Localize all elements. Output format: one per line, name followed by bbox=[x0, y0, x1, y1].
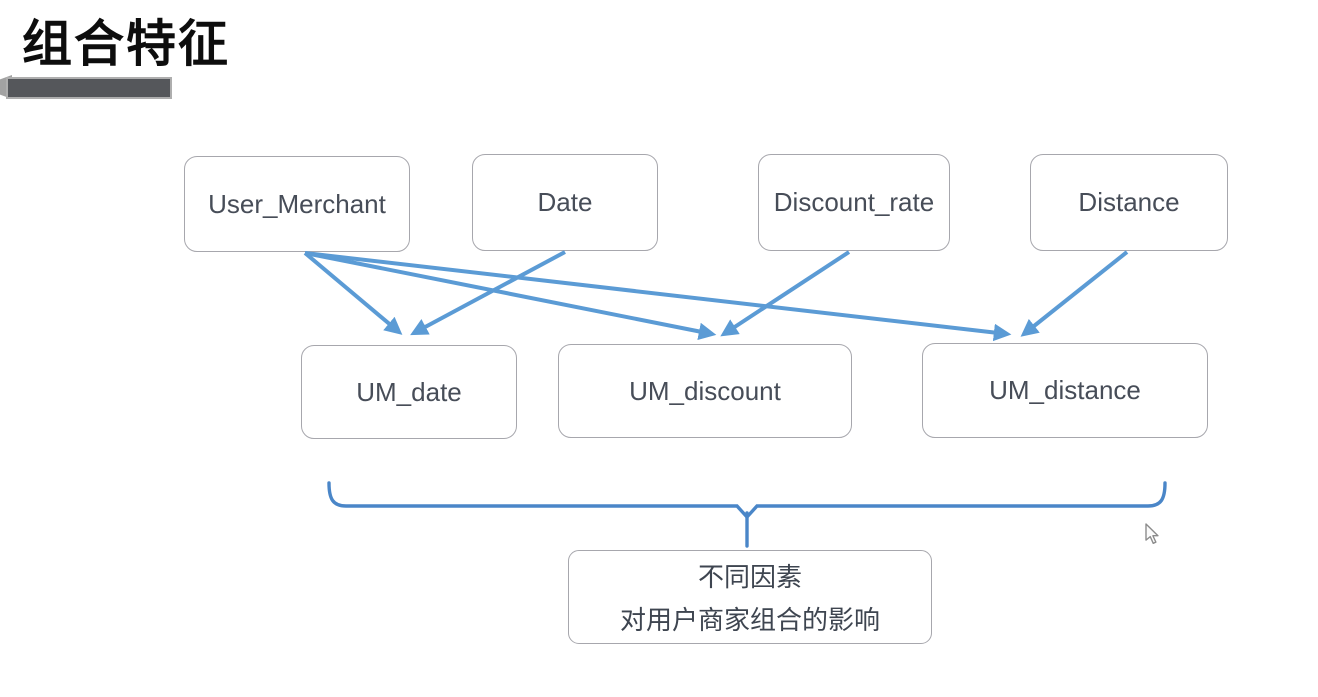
node-date[interactable]: Date bbox=[472, 154, 658, 251]
node-date-label: Date bbox=[537, 187, 593, 217]
node-um-date[interactable]: UM_date bbox=[301, 345, 517, 439]
arrow-distance-to-um-distance bbox=[1020, 250, 1129, 337]
arrow-user-merchant-to-um-date bbox=[303, 251, 403, 335]
node-discount-rate[interactable]: Discount_rate bbox=[758, 154, 950, 251]
node-discount-rate-label: Discount_rate bbox=[773, 187, 935, 217]
page-title: 组合特征 bbox=[22, 16, 230, 72]
arrow-user-merchant-to-um-distance bbox=[304, 251, 1012, 342]
arrow-discount-rate-to-um-discount bbox=[720, 250, 851, 337]
arrow-user-merchant-to-um-discount bbox=[304, 251, 717, 341]
node-distance[interactable]: Distance bbox=[1030, 154, 1228, 251]
node-user-merchant-label: User_Merchant bbox=[208, 188, 386, 219]
node-user-merchant[interactable]: User_Merchant bbox=[184, 156, 410, 252]
node-um-discount[interactable]: UM_discount bbox=[558, 344, 852, 438]
arrow-date-to-um-date bbox=[410, 250, 566, 336]
node-distance-label: Distance bbox=[1078, 187, 1180, 217]
caption-line-1: 不同因素 bbox=[697, 562, 802, 592]
node-um-date-label: UM_date bbox=[356, 376, 462, 407]
title-underline-bar bbox=[6, 77, 172, 99]
caption-line-2: 对用户商家组合的影响 bbox=[619, 605, 880, 635]
caption-box: 不同因素 对用户商家组合的影响 bbox=[568, 550, 932, 644]
mouse-cursor-icon bbox=[1145, 523, 1159, 545]
node-um-distance-label: UM_distance bbox=[989, 375, 1141, 405]
brace bbox=[327, 481, 1167, 548]
node-um-discount-label: UM_discount bbox=[629, 375, 781, 406]
node-um-distance[interactable]: UM_distance bbox=[922, 343, 1208, 438]
